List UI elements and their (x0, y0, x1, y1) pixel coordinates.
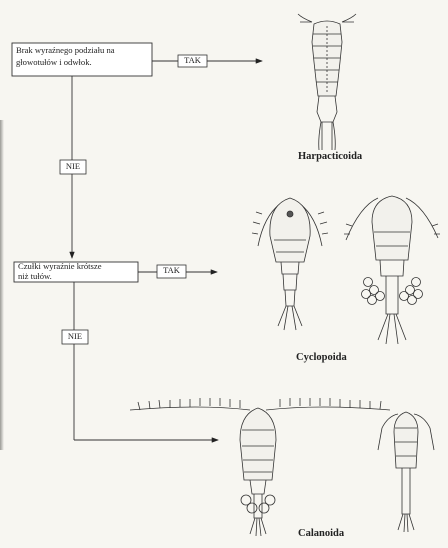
cyclopoida-caption: Cyclopoida (296, 352, 347, 363)
cyclopoida-illustration-2 (344, 196, 440, 344)
calanoida-illustration-2 (378, 412, 434, 532)
harpacticoida-caption: Harpacticoida (298, 151, 362, 162)
decision-2-line-2: niż tułów. (18, 271, 52, 282)
yes-label-2: TAK (157, 265, 186, 275)
decision-1-line-1: Brak wyraźnego podziału na (16, 45, 115, 56)
calanoida-caption: Calanoida (298, 528, 344, 539)
harpacticoida-illustration (298, 14, 356, 150)
calanoida-illustration-1 (130, 398, 390, 536)
no-label-2: NIE (62, 331, 88, 341)
decision-1-line-2: głowotułów i odwłok. (16, 57, 92, 68)
cyclopoida-illustration-1 (252, 198, 328, 330)
yes-label-1: TAK (178, 55, 207, 65)
no-label-1: NIE (60, 161, 86, 171)
